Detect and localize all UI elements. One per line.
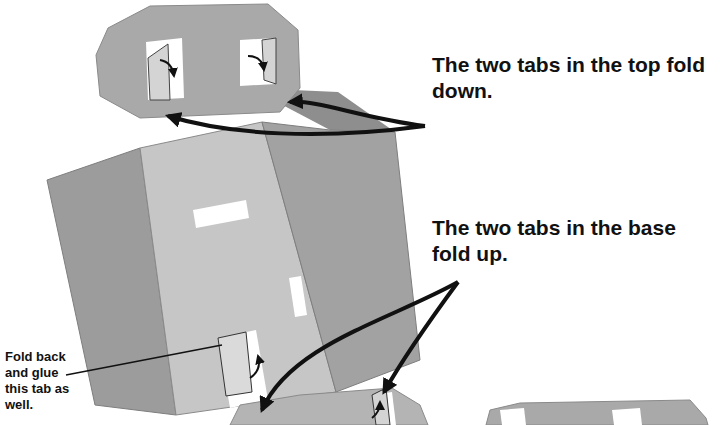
fold-arrow <box>250 356 259 378</box>
base-piece <box>486 400 708 425</box>
callout-note: The two tabs in the base fold up. <box>432 215 717 267</box>
folded-tab <box>218 332 252 396</box>
tab-window <box>146 38 184 100</box>
leader-arrow <box>262 282 458 410</box>
slot <box>193 200 249 228</box>
folded-tab <box>262 38 276 84</box>
tab-window <box>500 408 526 425</box>
base-piece <box>230 388 428 425</box>
tab-window <box>218 330 268 408</box>
fold-arrow <box>160 60 174 76</box>
callout-note: Fold back and glue this tab as well. <box>5 349 77 413</box>
folded-tab <box>148 44 170 100</box>
leader-arrow <box>290 102 425 126</box>
slot <box>289 276 307 317</box>
folded-tab <box>372 388 390 425</box>
fold-arrow <box>248 56 264 70</box>
callout-note: The two tabs in the top fold down. <box>432 52 717 104</box>
leader-line <box>66 345 222 375</box>
right-flap <box>262 122 420 392</box>
leader-arrow <box>168 116 425 134</box>
top-piece <box>96 4 300 118</box>
tab-window <box>240 38 276 86</box>
tab-window <box>612 408 642 425</box>
fold-arrow <box>372 402 380 418</box>
